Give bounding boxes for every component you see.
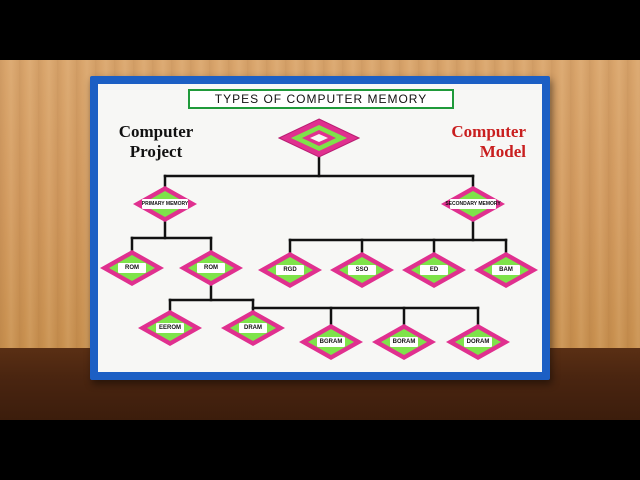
node-label: BAM — [492, 265, 520, 275]
node-label: DRAM — [239, 323, 267, 333]
node-eerom: EEROM — [137, 309, 203, 347]
node-sso: SSO — [329, 251, 395, 289]
right-label-line-2: Model — [479, 142, 526, 161]
left-side-label: Computer Project — [110, 122, 202, 162]
board-title: TYPES OF COMPUTER MEMORY — [188, 89, 454, 109]
node-doram: DORAM — [445, 323, 511, 361]
root-diamond — [277, 118, 361, 158]
node-label: SECONDARY MEMORY — [445, 199, 501, 209]
node-rom-2: ROM — [178, 249, 244, 287]
node-label: DORAM — [464, 337, 492, 347]
node-primary-memory: PRIMARY MEMORY — [132, 185, 198, 223]
node-label: BGRAM — [317, 337, 345, 347]
node-label: PRIMARY MEMORY — [141, 199, 189, 209]
node-rgd: RGD — [257, 251, 323, 289]
node-label: RGD — [276, 265, 304, 275]
node-bam: BAM — [473, 251, 539, 289]
node-label: ROM — [197, 263, 225, 273]
node-dram: DRAM — [220, 309, 286, 347]
right-label-line-1: Computer — [451, 122, 526, 141]
node-label: SSO — [348, 265, 376, 275]
right-side-label: Computer Model — [430, 122, 526, 162]
node-rom-1: ROM — [99, 249, 165, 287]
node-boram: BORAM — [371, 323, 437, 361]
letterbox-bottom — [0, 420, 640, 480]
left-label-line-1: Computer — [118, 122, 194, 141]
node-label: ED — [420, 265, 448, 275]
diamond-shape-icon — [277, 118, 361, 158]
node-ed: ED — [401, 251, 467, 289]
node-bgram: BGRAM — [298, 323, 364, 361]
node-secondary-memory: SECONDARY MEMORY — [440, 185, 506, 223]
node-label: BORAM — [390, 337, 418, 347]
node-label: ROM — [118, 263, 146, 273]
left-label-line-2: Project — [129, 142, 183, 161]
letterbox-top — [0, 0, 640, 60]
node-label: EEROM — [156, 323, 184, 333]
